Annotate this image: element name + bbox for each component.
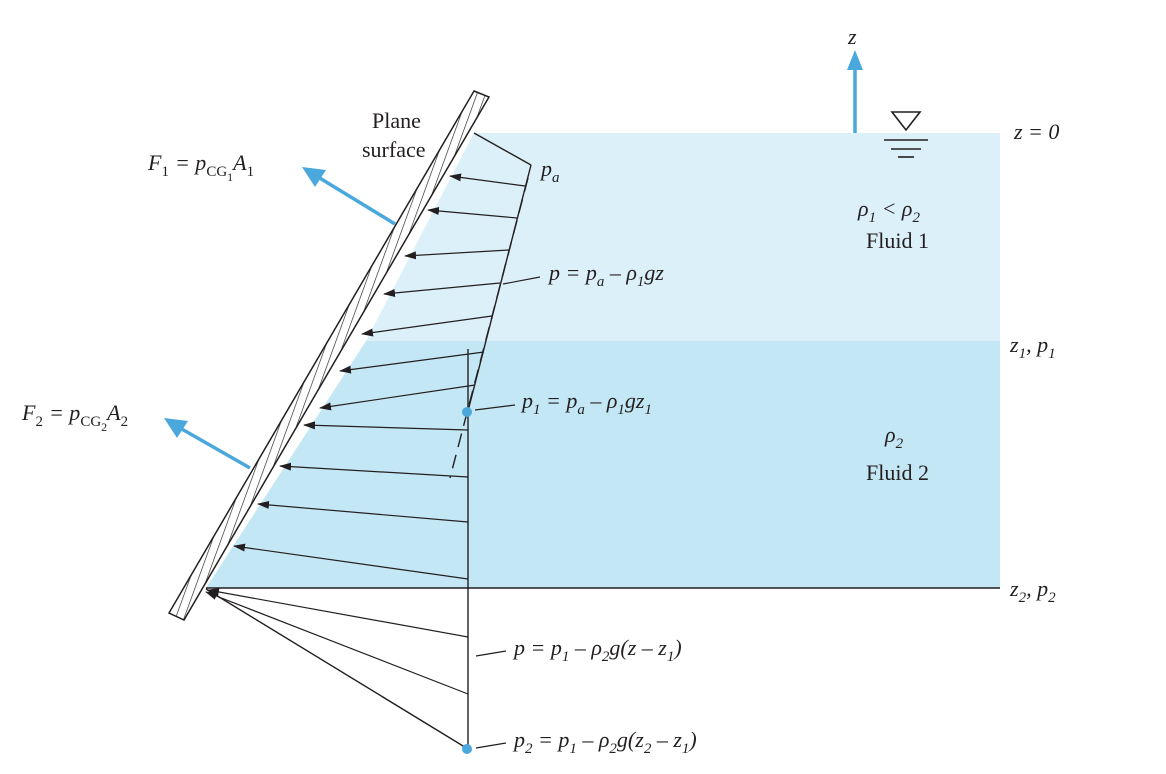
f2-force-label: F2= pCG2A2 <box>21 400 128 434</box>
fluid-1-label: Fluid 1 <box>866 228 929 253</box>
plane-surface-wall <box>167 90 491 621</box>
resultant-force-arrows <box>164 167 396 470</box>
plane-label: Plane <box>372 108 421 133</box>
free-surface-triangle-icon <box>884 111 928 158</box>
leader-lines <box>474 276 541 749</box>
pa-label: pa <box>539 156 560 186</box>
z-axis-arrow <box>847 50 863 133</box>
p1-equation: p1 = pa – ρ1gz1 <box>520 388 652 418</box>
fluid1-pressure-arrows <box>361 173 526 337</box>
fluid2-pressure-arrows <box>205 351 485 695</box>
z2-p2-label: z2, p2 <box>1009 576 1056 606</box>
fluid-2-label: Fluid 2 <box>866 460 929 485</box>
rho2-label: ρ2 <box>884 422 904 452</box>
fluid-2-region <box>206 341 1000 588</box>
p2-equation: p2 = p1 – ρ2g(z2 – z1) <box>512 727 697 757</box>
fluid1-pressure-equation: p = pa – ρ1gz <box>547 260 664 290</box>
f1-force-label: F1= pCG1A1 <box>147 150 254 184</box>
z1-p1-label: z1, p1 <box>1009 332 1056 362</box>
z-zero-label: z = 0 <box>1013 119 1059 144</box>
p1-point-marker <box>462 407 472 417</box>
surface-label: surface <box>362 137 426 162</box>
z-axis-label: z <box>847 24 857 49</box>
p2-point-marker <box>462 744 472 754</box>
bottom-pressure-line <box>205 588 469 750</box>
arrow-up-icon <box>847 50 863 70</box>
fluid-1-region <box>366 133 1000 341</box>
density-relation-label: ρ1 < ρ2 <box>857 196 920 226</box>
fluid1-top-pressure-line <box>473 132 532 166</box>
fluid1-dashed-extension <box>449 177 529 479</box>
fluid2-pressure-equation: p = p1 – ρ2g(z – z1) <box>512 635 682 665</box>
